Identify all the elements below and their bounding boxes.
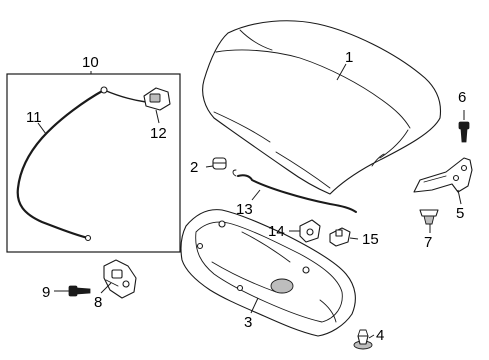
rod-clip: [299, 219, 321, 243]
callout-9: 9: [42, 284, 50, 301]
callout-7: 7: [424, 234, 432, 251]
callout-2: 2: [190, 159, 198, 176]
callout-14: 14: [268, 223, 285, 240]
rod-holder: [329, 227, 351, 247]
hood-panel: [202, 20, 442, 195]
callout-13: 13: [236, 201, 253, 218]
callout-10: 10: [82, 54, 99, 71]
inner-panel-hole: [270, 278, 294, 294]
hood-inner-panel: [180, 209, 356, 337]
hood-latch: [103, 259, 137, 299]
callout-6: 6: [458, 89, 466, 106]
callout-3: 3: [244, 314, 252, 331]
callout-12: 12: [150, 125, 167, 142]
prop-rod: [232, 169, 357, 213]
fastener: [353, 329, 373, 350]
leader-lines: [37, 63, 465, 339]
callout-1: 1: [345, 49, 353, 66]
cable-group-box: [6, 73, 181, 253]
release-handle: [143, 87, 171, 111]
callout-8: 8: [94, 294, 102, 311]
hood-hinge: [413, 157, 473, 193]
push-clip: [419, 209, 439, 225]
callout-15: 15: [362, 231, 379, 248]
release-cable: [16, 86, 147, 242]
bumper-stop: [212, 157, 227, 170]
callout-4: 4: [376, 327, 384, 344]
callout-11: 11: [26, 109, 42, 126]
callout-5: 5: [456, 205, 464, 222]
latch-bolt: [68, 285, 91, 297]
hinge-bolt: [458, 121, 470, 143]
